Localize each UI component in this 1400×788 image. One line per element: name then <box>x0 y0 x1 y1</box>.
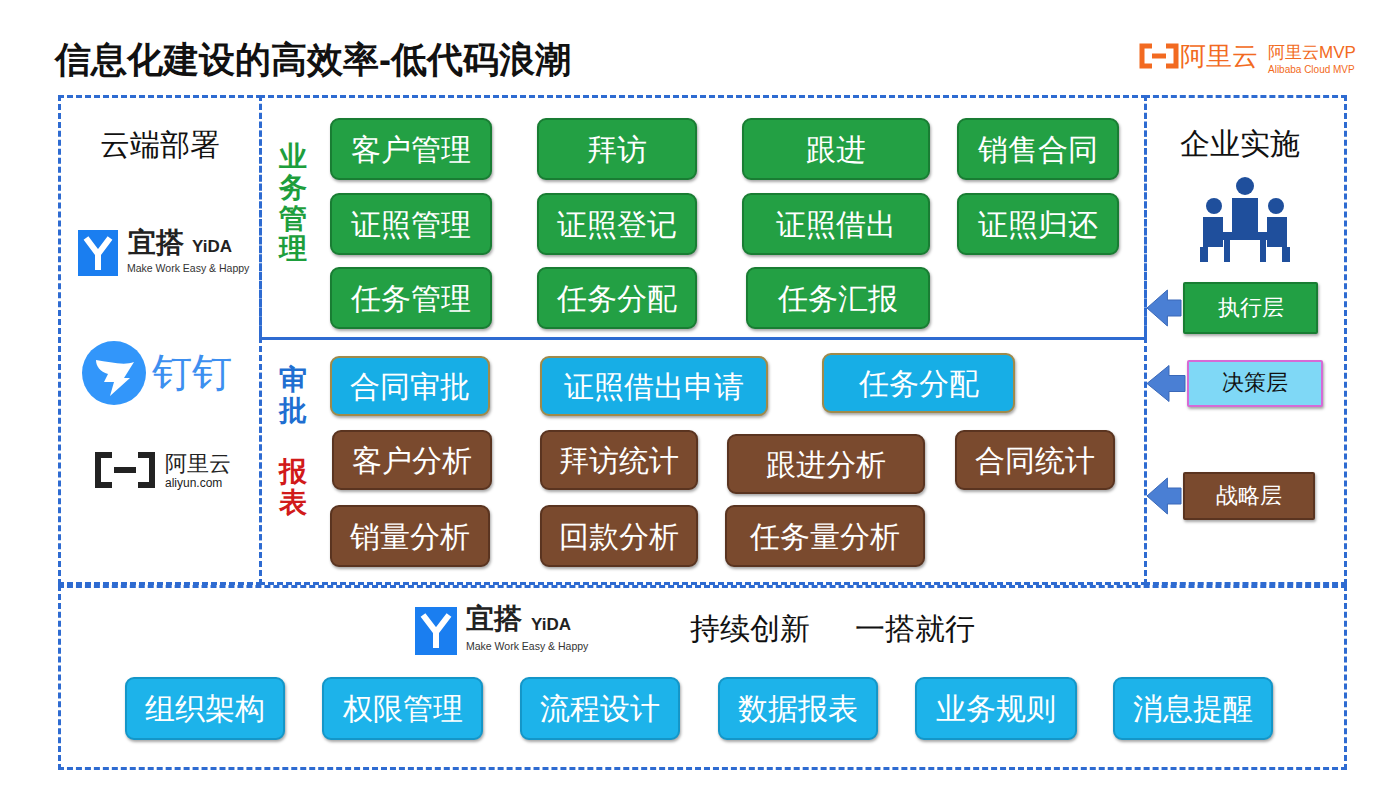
box-label: 数据报表 <box>738 692 858 725</box>
process-box: 证照归还 <box>957 193 1119 255</box>
capability-box: 流程设计 <box>520 677 680 740</box>
process-box: 任务分配 <box>537 267 697 329</box>
cloud-panel: 云端部署宜搭 YiDA Make Work Easy & Happy 钉钉阿里云ali… <box>58 95 262 585</box>
section-heading: 审批 <box>279 365 307 427</box>
block-arrow <box>1147 366 1185 402</box>
brand-logo-text: 阿里云 <box>1180 42 1258 71</box>
box-label: 销售合同 <box>978 133 1098 166</box>
layer-box: 决策层 <box>1187 360 1323 407</box>
panel-heading: 企业实施 <box>1180 127 1300 160</box>
capability-box: 业务规则 <box>915 677 1077 740</box>
process-box: 任务管理 <box>330 267 492 329</box>
yida-icon <box>78 230 118 276</box>
box-label: 合同审批 <box>350 370 470 403</box>
box-label: 任务管理 <box>351 282 471 315</box>
capability-box: 数据报表 <box>718 677 878 740</box>
section-heading: 报表 <box>279 457 307 519</box>
box-label: 拜访 <box>587 133 647 166</box>
box-label: 拜访统计 <box>559 444 679 477</box>
box-label: 任务量分析 <box>750 520 900 553</box>
implementation-panel: 企业实施执行层决策层战略层 <box>1144 95 1347 585</box>
box-label: 客户分析 <box>352 444 472 477</box>
box-label: 证照归还 <box>978 208 1098 241</box>
box-label: 权限管理 <box>343 692 463 725</box>
yida-icon <box>415 607 457 655</box>
report-box: 回款分析 <box>540 505 698 567</box>
platform-panel: 宜搭 YiDA Make Work Easy & Happy 持续创新 一搭就行组织架构… <box>58 585 1347 770</box>
report-box: 合同统计 <box>955 430 1115 490</box>
box-label: 执行层 <box>1218 296 1284 320</box>
process-box: 客户管理 <box>330 118 492 180</box>
box-label: 销量分析 <box>350 520 470 553</box>
logo-text: 阿里云 <box>165 452 231 476</box>
logo-url: aliyun.com <box>165 477 222 490</box>
capability-box: 消息提醒 <box>1113 677 1273 740</box>
aliyun-icon <box>98 455 152 485</box>
box-label: 跟进分析 <box>766 448 886 481</box>
box-label: 证照借出申请 <box>564 370 744 403</box>
aliyun-icon-orange <box>1142 46 1176 66</box>
block-arrow <box>1147 290 1181 326</box>
box-label: 流程设计 <box>540 692 660 725</box>
logo-slogan: Make Work Easy & Happy <box>466 641 588 653</box>
process-box: 销售合同 <box>957 118 1119 180</box>
box-label: 任务汇报 <box>778 282 898 315</box>
block-arrow <box>1147 478 1181 514</box>
approval-box: 证照借出申请 <box>540 356 768 416</box>
box-label: 跟进 <box>806 133 866 166</box>
approval-box: 合同审批 <box>330 356 490 416</box>
process-box: 跟进 <box>742 118 930 180</box>
logo-slogan: Make Work Easy & Happy <box>127 263 249 275</box>
meeting-people-icon <box>1200 177 1290 262</box>
capability-box: 组织架构 <box>125 677 285 740</box>
report-box: 销量分析 <box>330 505 490 567</box>
report-box: 跟进分析 <box>727 434 925 494</box>
approval-report-panel: 审批报表 合同审批 证照借出申请 任务分配客户分析 拜访统计 跟进分析 合同统计销量分析 回款… <box>259 337 1147 585</box>
brand-badge-en: Alibaba Cloud MVP <box>1268 64 1355 75</box>
slogan: 一搭就行 <box>855 612 975 645</box>
business-panel: 业务管理 客户管理 拜访 跟进 销售合同证照管理 证照登记 证照借出 证照归还任务管理 任务分配… <box>259 95 1147 340</box>
process-box: 证照登记 <box>537 193 697 255</box>
logo-text: 宜搭 <box>466 604 522 635</box>
report-box: 任务量分析 <box>725 505 925 567</box>
panel-heading: 云端部署 <box>100 128 220 161</box>
box-label: 任务分配 <box>557 282 677 315</box>
brand-badge: 阿里云MVP <box>1268 44 1356 63</box>
logo-text: 钉钉 <box>152 350 232 394</box>
logo-text: 宜搭 <box>128 228 184 259</box>
slogan: 持续创新 <box>690 612 810 645</box>
logo-text: YiDA <box>192 238 232 257</box>
approval-box: 任务分配 <box>822 353 1015 413</box>
box-label: 消息提醒 <box>1133 692 1253 725</box>
box-label: 战略层 <box>1216 484 1282 508</box>
process-box: 证照借出 <box>742 193 930 255</box>
report-box: 拜访统计 <box>540 430 698 490</box>
box-label: 证照借出 <box>776 208 896 241</box>
process-box: 证照管理 <box>330 193 492 255</box>
report-box: 客户分析 <box>332 430 492 490</box>
box-label: 客户管理 <box>351 133 471 166</box>
box-label: 证照登记 <box>557 208 677 241</box>
process-box: 拜访 <box>537 118 697 180</box>
diagram-title: 信息化建设的高效率-低代码浪潮 <box>55 40 571 80</box>
box-label: 决策层 <box>1222 371 1288 395</box>
box-label: 证照管理 <box>351 208 471 241</box>
section-heading: 业务管理 <box>279 142 307 265</box>
box-label: 业务规则 <box>936 692 1056 725</box>
box-label: 组织架构 <box>145 692 265 725</box>
dingtalk-icon <box>82 341 146 405</box>
process-box: 任务汇报 <box>746 267 930 329</box>
layer-box: 执行层 <box>1183 282 1318 334</box>
box-label: 任务分配 <box>859 367 979 400</box>
logo-text: YiDA <box>531 616 571 635</box>
layer-box: 战略层 <box>1183 472 1315 520</box>
box-label: 回款分析 <box>559 520 679 553</box>
capability-box: 权限管理 <box>322 677 483 740</box>
box-label: 合同统计 <box>975 444 1095 477</box>
